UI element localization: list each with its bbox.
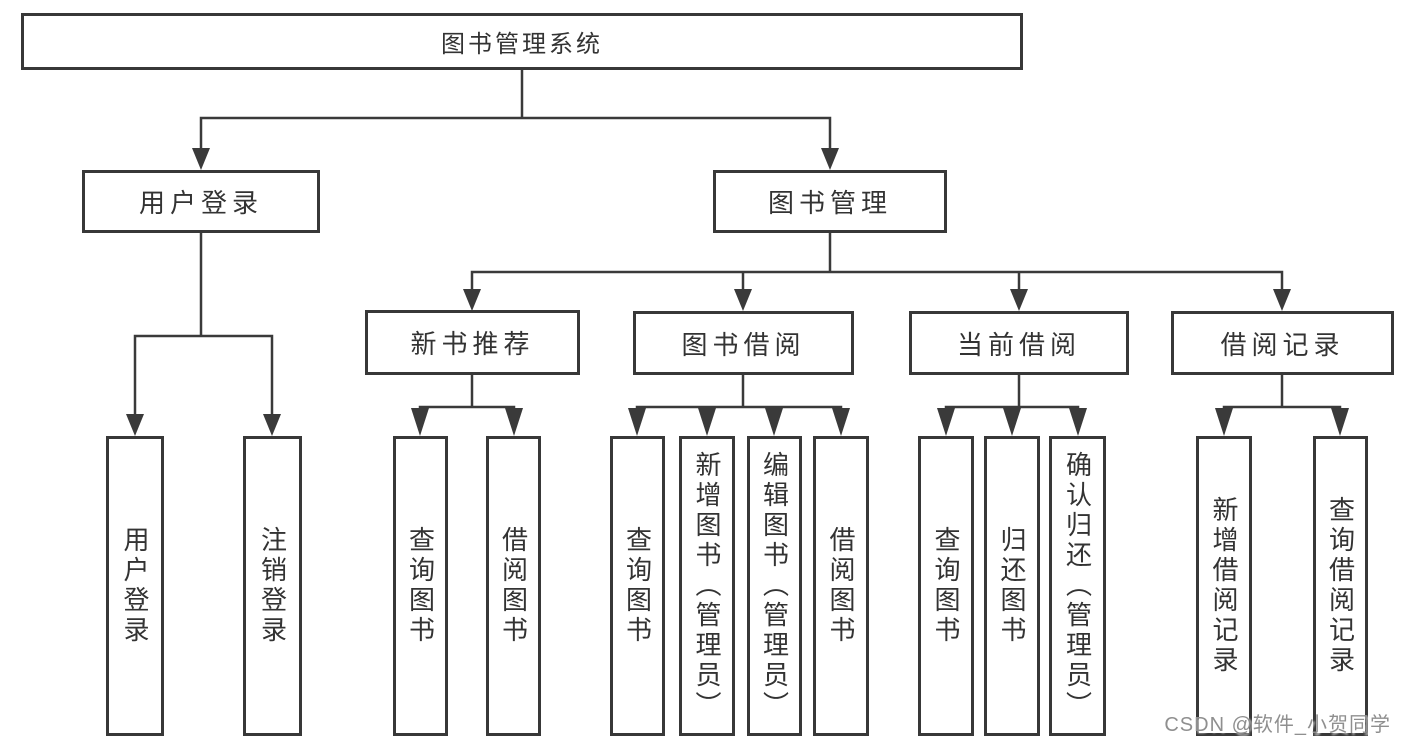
leaf-newrec-query-books: 查询图书 xyxy=(393,436,448,736)
leaf-newrec-borrow-books: 借阅图书 xyxy=(486,436,541,736)
leaf-current-confirm-return-label: 确认归还（管理员） xyxy=(1062,451,1093,721)
leaf-newrec-borrow-books-label: 借阅图书 xyxy=(498,526,529,646)
arrowheads xyxy=(126,148,1349,436)
leaf-borrow-edit-books-label: 编辑图书（管理员） xyxy=(759,451,790,721)
node-borrow-records: 借阅记录 xyxy=(1171,311,1394,375)
leaf-current-return-books-label: 归还图书 xyxy=(997,526,1027,646)
leaf-logout: 注销登录 xyxy=(243,436,302,736)
leaf-current-query-books: 查询图书 xyxy=(918,436,974,736)
leaf-borrow-query-books-label: 查询图书 xyxy=(622,526,653,646)
leaf-current-query-books-label: 查询图书 xyxy=(931,526,961,646)
leaf-current-confirm-return: 确认归还（管理员） xyxy=(1049,436,1106,736)
leaf-borrow-edit-books: 编辑图书（管理员） xyxy=(747,436,802,736)
leaf-borrow-query-books: 查询图书 xyxy=(610,436,665,736)
node-user-login: 用户登录 xyxy=(82,170,320,233)
leaf-records-query-record: 查询借阅记录 xyxy=(1313,436,1368,736)
leaf-user-login-label: 用户登录 xyxy=(120,526,150,646)
leaf-borrow-add-books-label: 新增图书（管理员） xyxy=(692,451,722,721)
node-current-borrow: 当前借阅 xyxy=(909,311,1129,375)
leaf-borrow-borrow-books: 借阅图书 xyxy=(813,436,869,736)
leaf-newrec-query-books-label: 查询图书 xyxy=(405,526,436,646)
leaf-records-query-record-label: 查询借阅记录 xyxy=(1325,496,1356,676)
leaf-borrow-borrow-books-label: 借阅图书 xyxy=(826,526,856,646)
leaf-records-add-record: 新增借阅记录 xyxy=(1196,436,1252,736)
watermark: CSDN @软件_小贺同学 xyxy=(1164,714,1391,736)
node-new-book-recommend: 新书推荐 xyxy=(365,310,580,375)
leaf-borrow-add-books: 新增图书（管理员） xyxy=(679,436,735,736)
leaf-current-return-books: 归还图书 xyxy=(984,436,1040,736)
node-root: 图书管理系统 xyxy=(21,13,1023,70)
leaf-logout-label: 注销登录 xyxy=(257,526,288,646)
leaf-records-add-record-label: 新增借阅记录 xyxy=(1209,496,1239,676)
leaf-user-login: 用户登录 xyxy=(106,436,164,736)
node-book-borrow: 图书借阅 xyxy=(633,311,854,375)
node-book-management: 图书管理 xyxy=(713,170,947,233)
